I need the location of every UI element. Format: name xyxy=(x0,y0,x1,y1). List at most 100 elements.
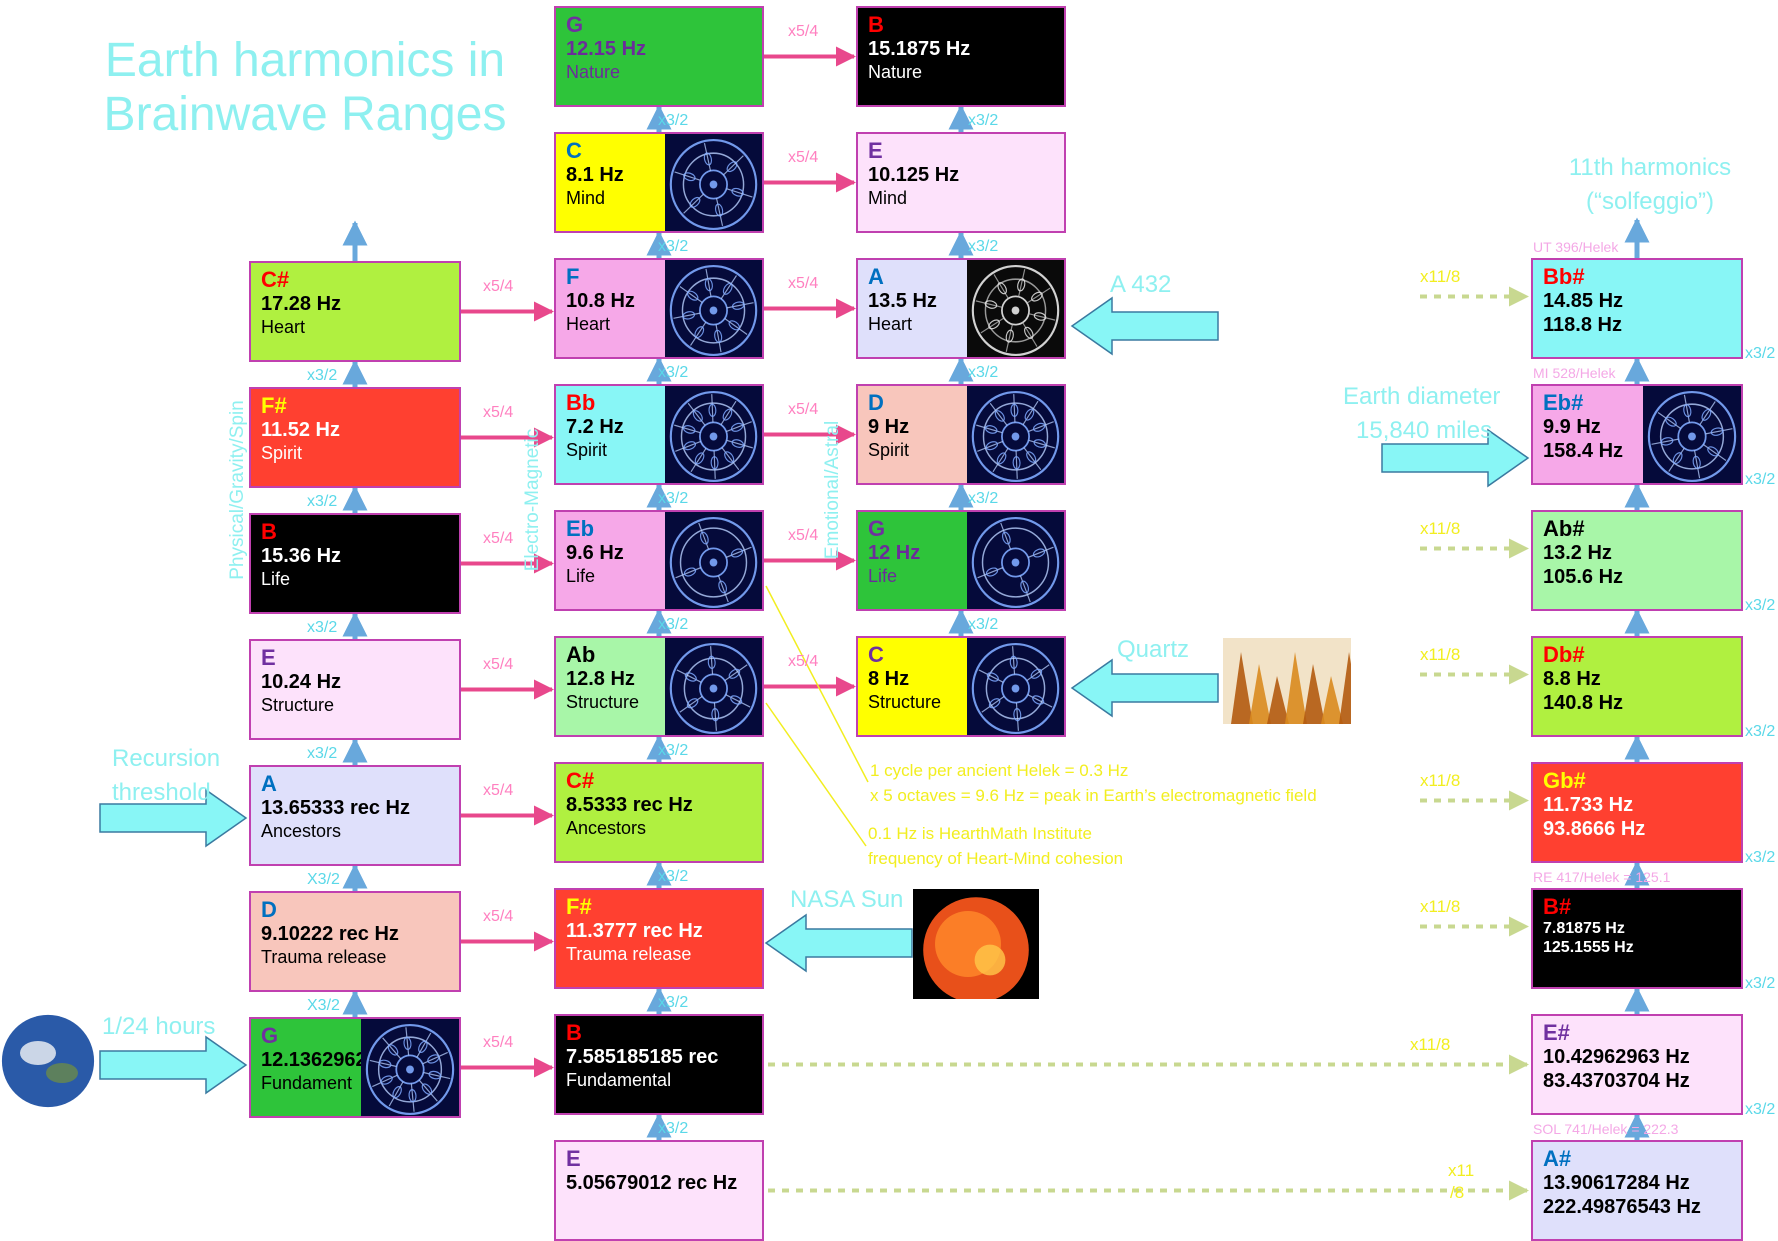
step-multiplier-label: x3/2 xyxy=(658,616,689,633)
note-line-1: 1 cycle per ancient Helek = 0.3 Hz xyxy=(870,761,1129,780)
note-line-2: x 5 octaves = 9.6 Hz = peak in Earth’s e… xyxy=(870,786,1317,805)
right-title-line1: 11th harmonics xyxy=(1568,154,1732,181)
callout-earth-diameter-label-2: 15,840 miles xyxy=(1356,417,1493,444)
note-label: Eb xyxy=(566,516,595,541)
note-label: C# xyxy=(566,768,595,793)
nasa-sun-photo xyxy=(913,889,1039,999)
frequency-value-2: 125.1555 Hz xyxy=(1543,938,1634,956)
frequency-value-2: 158.4 Hz xyxy=(1543,439,1624,462)
box-name: Spirit xyxy=(566,439,608,460)
box-name: Heart xyxy=(566,313,611,334)
note-line-4: frequency of Heart-Mind cohesion xyxy=(868,849,1124,868)
note-label: B xyxy=(566,1020,582,1045)
step-multiplier-label: X3/2 xyxy=(307,871,340,888)
cymatic-pattern-image xyxy=(1643,386,1741,483)
solfeggio-reference-label: RE 417/Helek = 125.1 xyxy=(1533,869,1671,885)
step-multiplier-label: x3/2 xyxy=(968,364,999,381)
frequency-value-2: 118.8 Hz xyxy=(1543,313,1622,336)
note-label: E xyxy=(868,138,883,163)
cymatic-pattern-image xyxy=(665,512,762,609)
note-pointer-line xyxy=(765,702,867,847)
step-multiplier-label: x3/2 xyxy=(658,868,689,885)
frequency-value: 7.2 Hz xyxy=(566,415,624,438)
step-multiplier-label: x3/2 xyxy=(968,490,999,507)
frequency-value: 11.3777 rec Hz xyxy=(566,919,703,942)
eleventh-multiplier-label: x11/8 xyxy=(1420,770,1461,790)
frequency-value: 13.2 Hz xyxy=(1543,541,1612,564)
solfeggio-reference-label: SOL 741/Helek = 222.3 xyxy=(1533,1121,1679,1137)
note-line-3: 0.1 Hz is HearthMath Institute xyxy=(868,824,1092,843)
frequency-value: 15.1875 Hz xyxy=(868,37,971,60)
box-name: Nature xyxy=(566,61,621,82)
frequency-value-2: 140.8 Hz xyxy=(1543,691,1624,714)
main-title: Earth harmonics in Brainwave Ranges xyxy=(103,34,507,141)
fifth-multiplier-label: x5/4 xyxy=(788,22,819,40)
note-label: E xyxy=(566,1146,581,1171)
note-label: B xyxy=(261,519,277,544)
eleventh-multiplier-label: x11/8 xyxy=(1420,896,1461,916)
fifth-multiplier-label: x5/4 xyxy=(483,655,514,673)
callout-a432-label: A 432 xyxy=(1110,271,1172,298)
note-label: E# xyxy=(1543,1020,1570,1045)
frequency-value: 9.10222 rec Hz xyxy=(261,922,399,945)
fifth-multiplier-label: x5/4 xyxy=(788,274,819,292)
step-multiplier-label: x3/2 xyxy=(658,742,689,759)
step-multiplier-label: x3/2 xyxy=(1745,597,1776,614)
eleventh-multiplier-label-b: /8 xyxy=(1450,1182,1465,1202)
callout-arrow-quartz xyxy=(1070,658,1219,718)
fifth-multiplier-label: x5/4 xyxy=(483,277,514,295)
frequency-value: 13.5 Hz xyxy=(868,289,937,312)
side-label-emotional: Emotional/Astral xyxy=(822,420,843,560)
box-name: Life xyxy=(868,565,898,586)
step-multiplier-label: x3/2 xyxy=(307,619,338,636)
frequency-value: 10.42962963 Hz xyxy=(1543,1045,1690,1068)
callout-quartz-label: Quartz xyxy=(1117,636,1190,663)
box-name: Nature xyxy=(868,61,923,82)
box-name: Ancestors xyxy=(566,817,647,838)
box-name: Life xyxy=(261,568,291,589)
note-label: F xyxy=(566,264,580,289)
solfeggio-reference-label: UT 396/Helek xyxy=(1533,239,1619,255)
callout-nasa-sun-label: NASA Sun xyxy=(790,886,904,913)
box-name: Mind xyxy=(566,187,606,208)
step-multiplier-label: x3/2 xyxy=(1745,1101,1776,1118)
note-label: B xyxy=(868,12,884,37)
